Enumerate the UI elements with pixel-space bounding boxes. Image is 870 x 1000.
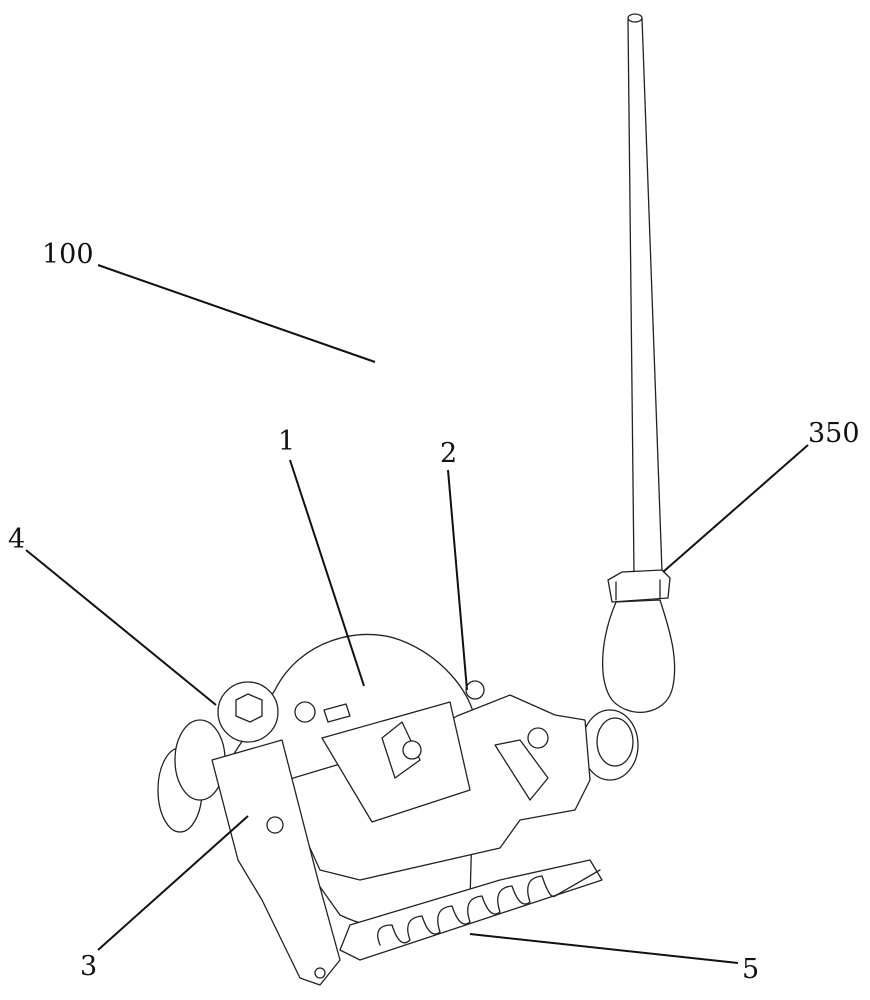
leader-lines <box>25 264 809 964</box>
leader-3 <box>97 815 249 951</box>
label-100: 100 <box>42 239 94 270</box>
leader-1 <box>289 459 365 687</box>
side-lever <box>211 739 341 986</box>
left-bolt-assembly <box>157 681 279 833</box>
label-3: 3 <box>80 951 97 982</box>
leader-2 <box>447 469 468 691</box>
leader-350 <box>662 444 809 573</box>
label-4: 4 <box>8 524 25 555</box>
label-2: 2 <box>440 438 457 469</box>
label-1: 1 <box>278 426 295 457</box>
tension-spring <box>339 859 603 961</box>
leader-100 <box>97 264 376 363</box>
frame-plate <box>279 680 591 881</box>
label-350: 350 <box>808 418 860 449</box>
right-bearing <box>581 709 639 781</box>
leader-5 <box>469 933 739 964</box>
lever-rod <box>601 13 676 713</box>
leader-4 <box>25 549 217 706</box>
label-5: 5 <box>742 954 759 985</box>
